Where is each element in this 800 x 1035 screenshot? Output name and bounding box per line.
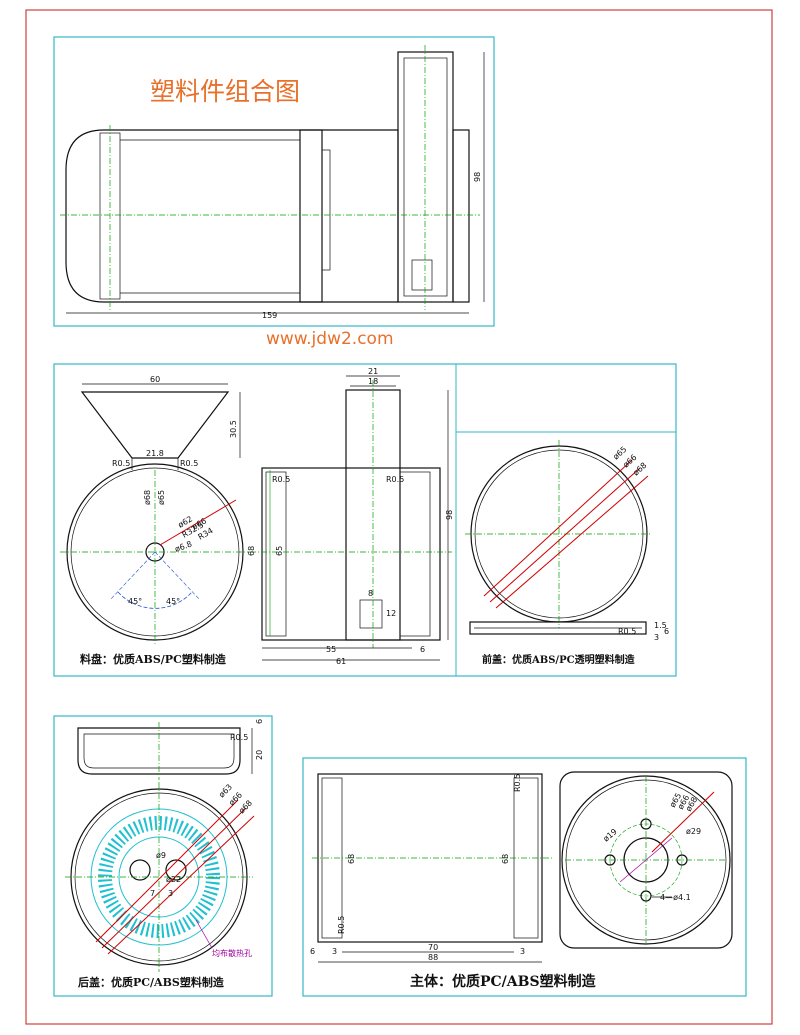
rear-cover-frame: [53, 715, 273, 997]
assembly-window: [411, 259, 433, 291]
rear-cover-panel: R0.5 20 6 ø63 ø66 ø68 ø9 ø22 7 3 均布散热孔 后…: [53, 715, 273, 997]
dim-main-d29: ø29: [686, 827, 701, 836]
dim-rear-3: 3: [168, 889, 173, 898]
dim-main-6: 6: [310, 947, 315, 956]
front-cover-leader-3: [495, 475, 649, 609]
assembly-frame: [53, 36, 495, 327]
dim-main-68a: 68: [347, 854, 356, 864]
dim-rear-r05: R0.5: [230, 733, 248, 742]
rear-leader-2: [101, 807, 247, 949]
dim-r05a: R0.5: [112, 459, 130, 468]
dim-section-21: 21: [368, 367, 378, 376]
dim-main-r05b: R0.5: [337, 916, 346, 934]
main-body-caption: 主体：优质PC/ABS塑料制造: [410, 973, 596, 990]
main-body-frame: [302, 757, 747, 997]
dim-section-55: 55: [326, 645, 336, 654]
feed-tray-caption: 料盘：优质ABS/PC塑料制造: [80, 652, 227, 666]
assembly-mid-wall: [299, 129, 323, 303]
feed-tray-frame: [53, 363, 677, 677]
dim-section-r05: R0.5: [272, 475, 290, 484]
watermark: www.jdw2.com: [266, 329, 394, 349]
front-cover: ø65 ø66 ø68 R0.5 1.5 3 6 前盖：优质ABS/PC透明塑料…: [465, 440, 669, 666]
section-outline: [261, 467, 441, 641]
dim-front-t2: 3: [654, 633, 659, 642]
dim-main-70: 70: [428, 943, 438, 952]
rear-cover-profile-inner: [83, 733, 235, 769]
dim-section-65: 65: [275, 546, 284, 556]
assembly-rear-cover: [452, 129, 470, 303]
rear-hole-right: [165, 859, 187, 881]
tray-angle-arc: [117, 591, 193, 609]
sheet-border: [25, 9, 773, 1025]
dim-main-88: 88: [428, 953, 438, 962]
dim-main-d19: ø19: [602, 827, 619, 844]
dim-rear-d22: ø22: [166, 875, 181, 884]
rear-leader-1: [95, 799, 239, 943]
dim-angle-1: 45°: [128, 597, 142, 606]
dim-tray-d65: ø65: [157, 490, 166, 505]
dim-section-12: 12: [386, 609, 396, 618]
rear-cover-caption: 后盖：优质PC/ABS塑料制造: [78, 975, 225, 989]
dim-tray-d68: ø68: [143, 490, 152, 505]
dim-main-holes: 4—ø4.1: [660, 893, 691, 902]
dim-section-6: 6: [420, 645, 425, 654]
front-cover-leader-2: [489, 467, 641, 603]
main-body-panel: 68 68 R0.5 R0.5 70 88 6 3 3 ø65 ø66 ø68 …: [302, 757, 747, 997]
main-body-end-leader-red: [651, 791, 715, 853]
dim-main-3: 3: [332, 947, 337, 956]
dim-funnel-height: 30.5: [229, 420, 238, 438]
dim-length: 159: [262, 311, 277, 320]
front-cover-caption: 前盖：优质ABS/PC透明塑料制造: [482, 653, 636, 666]
dim-top-width: 60: [150, 375, 160, 384]
dim-section-98: 98: [445, 510, 454, 520]
main-body-end: [559, 771, 733, 949]
dim-rear-20: 20: [255, 750, 264, 760]
dim-rear-d9: ø9: [156, 851, 166, 860]
dim-neck: 21.8: [146, 449, 164, 458]
tray-angle-ray-l: [109, 551, 156, 601]
feed-tray-panel: 60 30.5 21.8 R0.5 R0.5 45° 45° ø68 ø65 ø…: [53, 363, 677, 677]
dim-front-r05: R0.5: [618, 627, 636, 636]
rear-hole-left: [129, 859, 151, 881]
vent-note-leader: [195, 919, 213, 949]
assembly-clips: [321, 149, 331, 271]
dim-section-8: 8: [368, 589, 373, 598]
body-section: 65 68 21 18 98 R0.5 R0.5 8 12 55 61 6: [247, 367, 454, 666]
dim-section-18: 18: [368, 377, 378, 386]
dim-section-r05b: R0.5: [386, 475, 404, 484]
rear-leader-3: [107, 815, 255, 955]
dim-section-68: 68: [247, 546, 256, 556]
dim-rear-6: 6: [255, 719, 264, 724]
vent-note: 均布散热孔: [212, 948, 252, 958]
dim-angle-2: 45°: [166, 597, 180, 606]
dim-section-61: 61: [336, 657, 346, 666]
dim-rear-7: 7: [150, 889, 155, 898]
dim-height: 98: [473, 172, 482, 182]
assembly-title: 塑料件组合图: [150, 77, 300, 106]
assembly-hopper: [397, 51, 454, 303]
dim-main-r05a: R0.5: [513, 774, 522, 792]
assembly-hopper-inner: [403, 57, 448, 297]
rear-cover-profile: [77, 727, 241, 775]
main-body-end-leader: [619, 837, 673, 883]
tray-leader: [159, 499, 237, 546]
dim-front-t1: 1.5: [654, 621, 667, 630]
section-left-wall: [265, 471, 287, 637]
assembly-panel: 塑料件组合图 159 98: [53, 36, 495, 327]
section-window: [359, 599, 383, 629]
section-right-wall: [399, 471, 431, 637]
dim-r05b: R0.5: [180, 459, 198, 468]
front-cover-leader-1: [483, 459, 633, 597]
dim-front-t3: 6: [664, 627, 669, 636]
dim-main-3b: 3: [520, 947, 525, 956]
front-cover-profile: [469, 621, 647, 635]
assembly-outline: [65, 129, 399, 303]
dim-main-68b: 68: [501, 854, 510, 864]
tray-angle-ray-r: [154, 551, 201, 601]
